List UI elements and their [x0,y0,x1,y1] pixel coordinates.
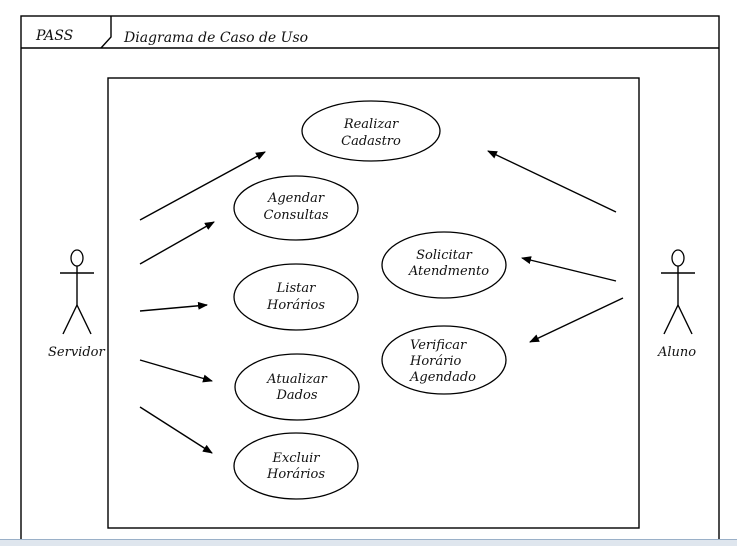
actor-label-servidor: Servidor [48,345,105,360]
use-case-ellipse [233,432,359,500]
use-case-label: Verificar [410,338,467,353]
association-arrow [139,221,215,265]
use-case-label: Agendar [267,191,325,206]
association-arrow [139,301,208,312]
actor-servidor: Servidor [48,249,105,360]
actor-head [671,249,685,267]
use-case-listar-horarios: Listar Horários [233,263,359,331]
actor-head [70,249,84,267]
actor-left-leg [62,304,78,335]
actor-label-aluno: Aluno [657,345,696,360]
association-arrow [139,359,213,383]
actor-right-leg [76,304,92,335]
association-arrow [139,406,213,454]
use-case-ellipse [301,100,441,162]
use-case-label: Horário [409,354,462,369]
window-bottom-edge [0,539,737,546]
actor-aluno: Aluno [657,249,696,360]
use-case-label: Realizar [343,117,399,132]
use-case-ellipse [234,353,360,421]
use-case-label: Atualizar [266,372,327,387]
use-case-agendar-consultas: Agendar Consultas [233,175,359,241]
use-case-ellipse [233,175,359,241]
diagram-title: Diagrama de Caso de Uso [123,30,308,46]
use-case-label: Excluir [271,451,320,466]
use-case-ellipse [381,231,507,299]
actor-left-leg [663,304,679,335]
use-case-label: Horários [266,467,325,482]
use-case-label: Atendmento [408,264,489,279]
use-case-label: Listar [276,281,316,296]
use-case-ellipse [381,325,507,395]
actor-right-leg [677,304,693,335]
association-arrow [529,297,624,343]
use-case-ellipse [233,263,359,331]
use-case-label: Dados [276,388,318,403]
frame-tag: PASS [35,28,73,44]
use-case-label: Horários [266,298,325,313]
system-boundary [107,77,640,529]
diagram-frame [20,15,720,541]
use-case-atualizar-dados: Atualizar Dados [234,353,360,421]
use-case-solicitar-atendimento: Solicitar Atendmento [381,231,507,299]
association-arrow [487,150,617,213]
association-arrow [139,151,266,221]
use-case-excluir-horarios: Excluir Horários [233,432,359,500]
frame-tag-box [100,16,112,49]
association-arrow [521,256,617,282]
use-case-label: Agendado [409,370,476,385]
use-case-label: Solicitar [416,248,472,263]
use-case-realizar-cadastro: Realizar Cadastro [301,100,441,162]
use-case-verificar-horario-agendado: Verificar Horário Agendado [381,325,507,395]
use-case-label: Consultas [264,208,329,223]
use-case-label: Cadastro [341,134,401,149]
